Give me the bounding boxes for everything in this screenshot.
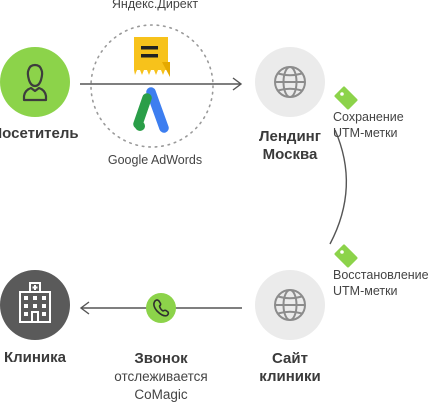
save-utm-line2: UTM-метки bbox=[333, 126, 398, 140]
call-tracking-badge bbox=[146, 293, 176, 323]
clinic-label: Клиника bbox=[3, 349, 67, 366]
save-utm-label: Сохранение UTM-метки bbox=[333, 109, 433, 141]
user-icon bbox=[22, 63, 48, 102]
ad-networks-dotted-ring bbox=[90, 24, 214, 148]
call-line1: Звонок bbox=[134, 350, 188, 367]
yandex-direct-label: Яндекс.Директ bbox=[111, 0, 199, 11]
tag-icon bbox=[334, 86, 358, 110]
hospital-building-icon bbox=[19, 282, 51, 323]
globe-icon bbox=[274, 66, 306, 98]
arrow-visitor-to-landing bbox=[80, 77, 243, 91]
globe-icon bbox=[274, 289, 306, 321]
landing-label: Лендинг Москва bbox=[245, 128, 335, 164]
visitor-node bbox=[0, 47, 70, 117]
yandex-direct-icon bbox=[134, 37, 170, 77]
landing-node bbox=[255, 47, 325, 117]
restore-utm-line2: UTM-метки bbox=[333, 284, 398, 298]
site-label-line1: Сайт bbox=[272, 350, 308, 367]
clinic-node bbox=[0, 270, 70, 340]
visitor-label: Посетитель bbox=[0, 125, 79, 142]
save-utm-line1: Сохранение bbox=[333, 110, 404, 124]
landing-label-line2: Москва bbox=[262, 146, 318, 163]
site-label-line2: клиники bbox=[259, 368, 321, 385]
call-line3: CoMagic bbox=[134, 387, 188, 402]
google-adwords-label: Google AdWords bbox=[107, 153, 203, 167]
restore-utm-line1: Восстановление bbox=[333, 268, 429, 282]
call-tracking-label: Звонок отслеживается CoMagic bbox=[96, 350, 226, 404]
restore-utm-label: Восстановление UTM-метки bbox=[333, 267, 434, 299]
site-node bbox=[255, 270, 325, 340]
phone-icon bbox=[153, 299, 170, 317]
call-line2: отслеживается bbox=[114, 369, 208, 384]
tag-icon bbox=[334, 244, 358, 268]
site-label: Сайт клиники bbox=[245, 350, 335, 386]
google-adwords-icon bbox=[133, 87, 169, 133]
connector-landing-to-site bbox=[329, 129, 347, 245]
landing-label-line1: Лендинг bbox=[259, 128, 321, 145]
